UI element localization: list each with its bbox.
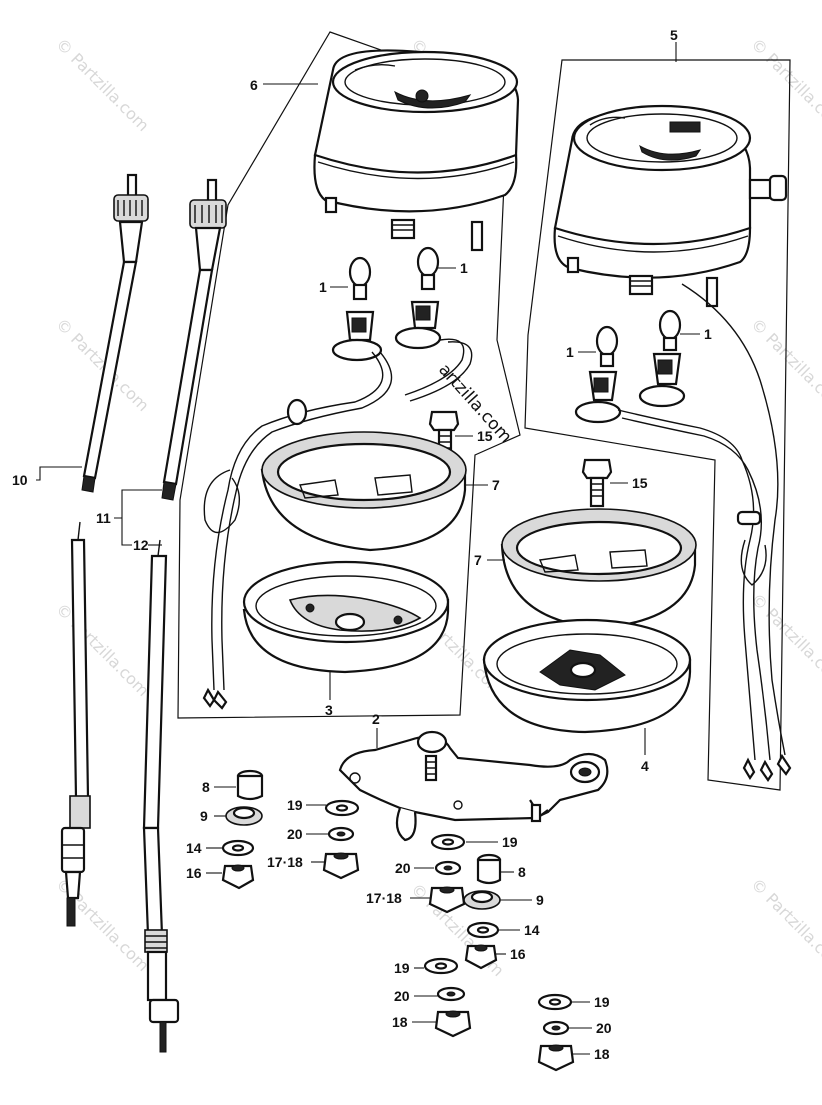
label-6: 6 (250, 77, 258, 93)
assembly-frame-5 (524, 59, 791, 791)
label-7a: 7 (492, 477, 500, 493)
label-5: 5 (670, 27, 678, 43)
assembly-frame-6 (177, 31, 521, 719)
bracket-2 (338, 730, 609, 842)
label-19d: 19 (594, 994, 610, 1010)
label-19c: 19 (394, 960, 410, 976)
callout-labels: 6 5 1 1 1 1 15 15 7 7 3 4 2 10 11 12 8 9… (12, 27, 712, 1062)
label-20a: 20 (287, 826, 303, 842)
cases (242, 560, 692, 734)
label-16a: 16 (186, 865, 202, 881)
label-8a: 8 (202, 779, 210, 795)
label-1718a: 17·18 (267, 854, 303, 870)
case-3 (242, 560, 450, 674)
label-16b: 16 (510, 946, 526, 962)
hardware-center-stack (322, 799, 360, 880)
washer-19-d (537, 993, 573, 1011)
label-3: 3 (325, 702, 333, 718)
leader-lines (36, 42, 700, 1055)
collar-8-right (476, 853, 502, 885)
label-7b: 7 (474, 552, 482, 568)
label-15b: 15 (632, 475, 648, 491)
label-18a: 18 (392, 1014, 408, 1030)
label-12: 12 (133, 537, 149, 553)
collar-8-left (236, 769, 264, 801)
nut-16-right (464, 944, 498, 970)
case-4 (482, 618, 692, 734)
watermark-3: © Partzilla.com (747, 34, 822, 135)
label-10: 10 (12, 472, 28, 488)
tachometer-cable-11 (142, 178, 227, 1053)
bulb-socket-left-5 (574, 325, 622, 424)
label-1d: 1 (704, 326, 712, 342)
speedometer-cable-10 (60, 173, 149, 927)
washer-20-c (436, 986, 466, 1002)
label-14a: 14 (186, 840, 202, 856)
nut-16-left (221, 864, 255, 890)
grommet-9-left (225, 806, 263, 826)
label-8b: 8 (518, 864, 526, 880)
bolt-15-lower (581, 458, 613, 508)
watermark-11: © Partzilla.com (747, 874, 822, 975)
bulbs-and-sockets (331, 246, 686, 424)
bulb-socket-right-5 (638, 309, 686, 408)
nut-17-18-a (322, 852, 360, 880)
nut-18-a (434, 1010, 472, 1038)
washer-19-c (423, 957, 459, 975)
washer-14-right (466, 921, 500, 939)
nut-18-b (537, 1044, 575, 1072)
watermark-6: © Partzilla.com (52, 599, 153, 700)
label-20b: 20 (395, 860, 411, 876)
label-4: 4 (641, 758, 649, 774)
ring-7-lower (500, 508, 697, 630)
label-19a: 19 (287, 797, 303, 813)
label-1a: 1 (319, 279, 327, 295)
label-18b: 18 (594, 1046, 610, 1062)
washer-19-b (430, 833, 466, 851)
label-20d: 20 (596, 1020, 612, 1036)
ring-7-upper (260, 431, 467, 552)
grommet-9-right (463, 890, 501, 910)
label-11: 11 (96, 510, 111, 526)
label-1718b: 17·18 (366, 890, 402, 906)
hardware-bottom-right-stack (537, 993, 575, 1072)
nut-17-18-b (428, 886, 466, 914)
bulb-socket-left-6 (331, 256, 383, 362)
label-2: 2 (372, 711, 380, 727)
gauge-5 (553, 104, 788, 308)
washer-14-left (221, 839, 255, 857)
washer-20-a (327, 826, 355, 842)
washer-20-b (434, 860, 462, 876)
hardware-left-stack (221, 769, 264, 890)
label-1b: 1 (460, 260, 468, 276)
watermark-1: © Partzilla.com (52, 34, 153, 135)
label-15a: 15 (477, 428, 493, 444)
hardware-right-stack (423, 833, 502, 1038)
wiring-harnesses (202, 283, 792, 782)
gauge-6 (313, 49, 520, 252)
label-19b: 19 (502, 834, 518, 850)
washer-20-d (542, 1020, 570, 1036)
rings-7 (260, 431, 697, 630)
label-14b: 14 (524, 922, 540, 938)
label-1c: 1 (566, 344, 574, 360)
bulb-socket-right-6 (394, 246, 442, 350)
label-9b: 9 (536, 892, 544, 908)
watermark-8: © Partzilla.com (747, 589, 822, 690)
label-20c: 20 (394, 988, 410, 1004)
assembly-frames (177, 31, 791, 791)
label-9a: 9 (200, 808, 208, 824)
washer-19-a (324, 799, 360, 817)
watermark-5: © Partzilla.com (747, 314, 822, 415)
